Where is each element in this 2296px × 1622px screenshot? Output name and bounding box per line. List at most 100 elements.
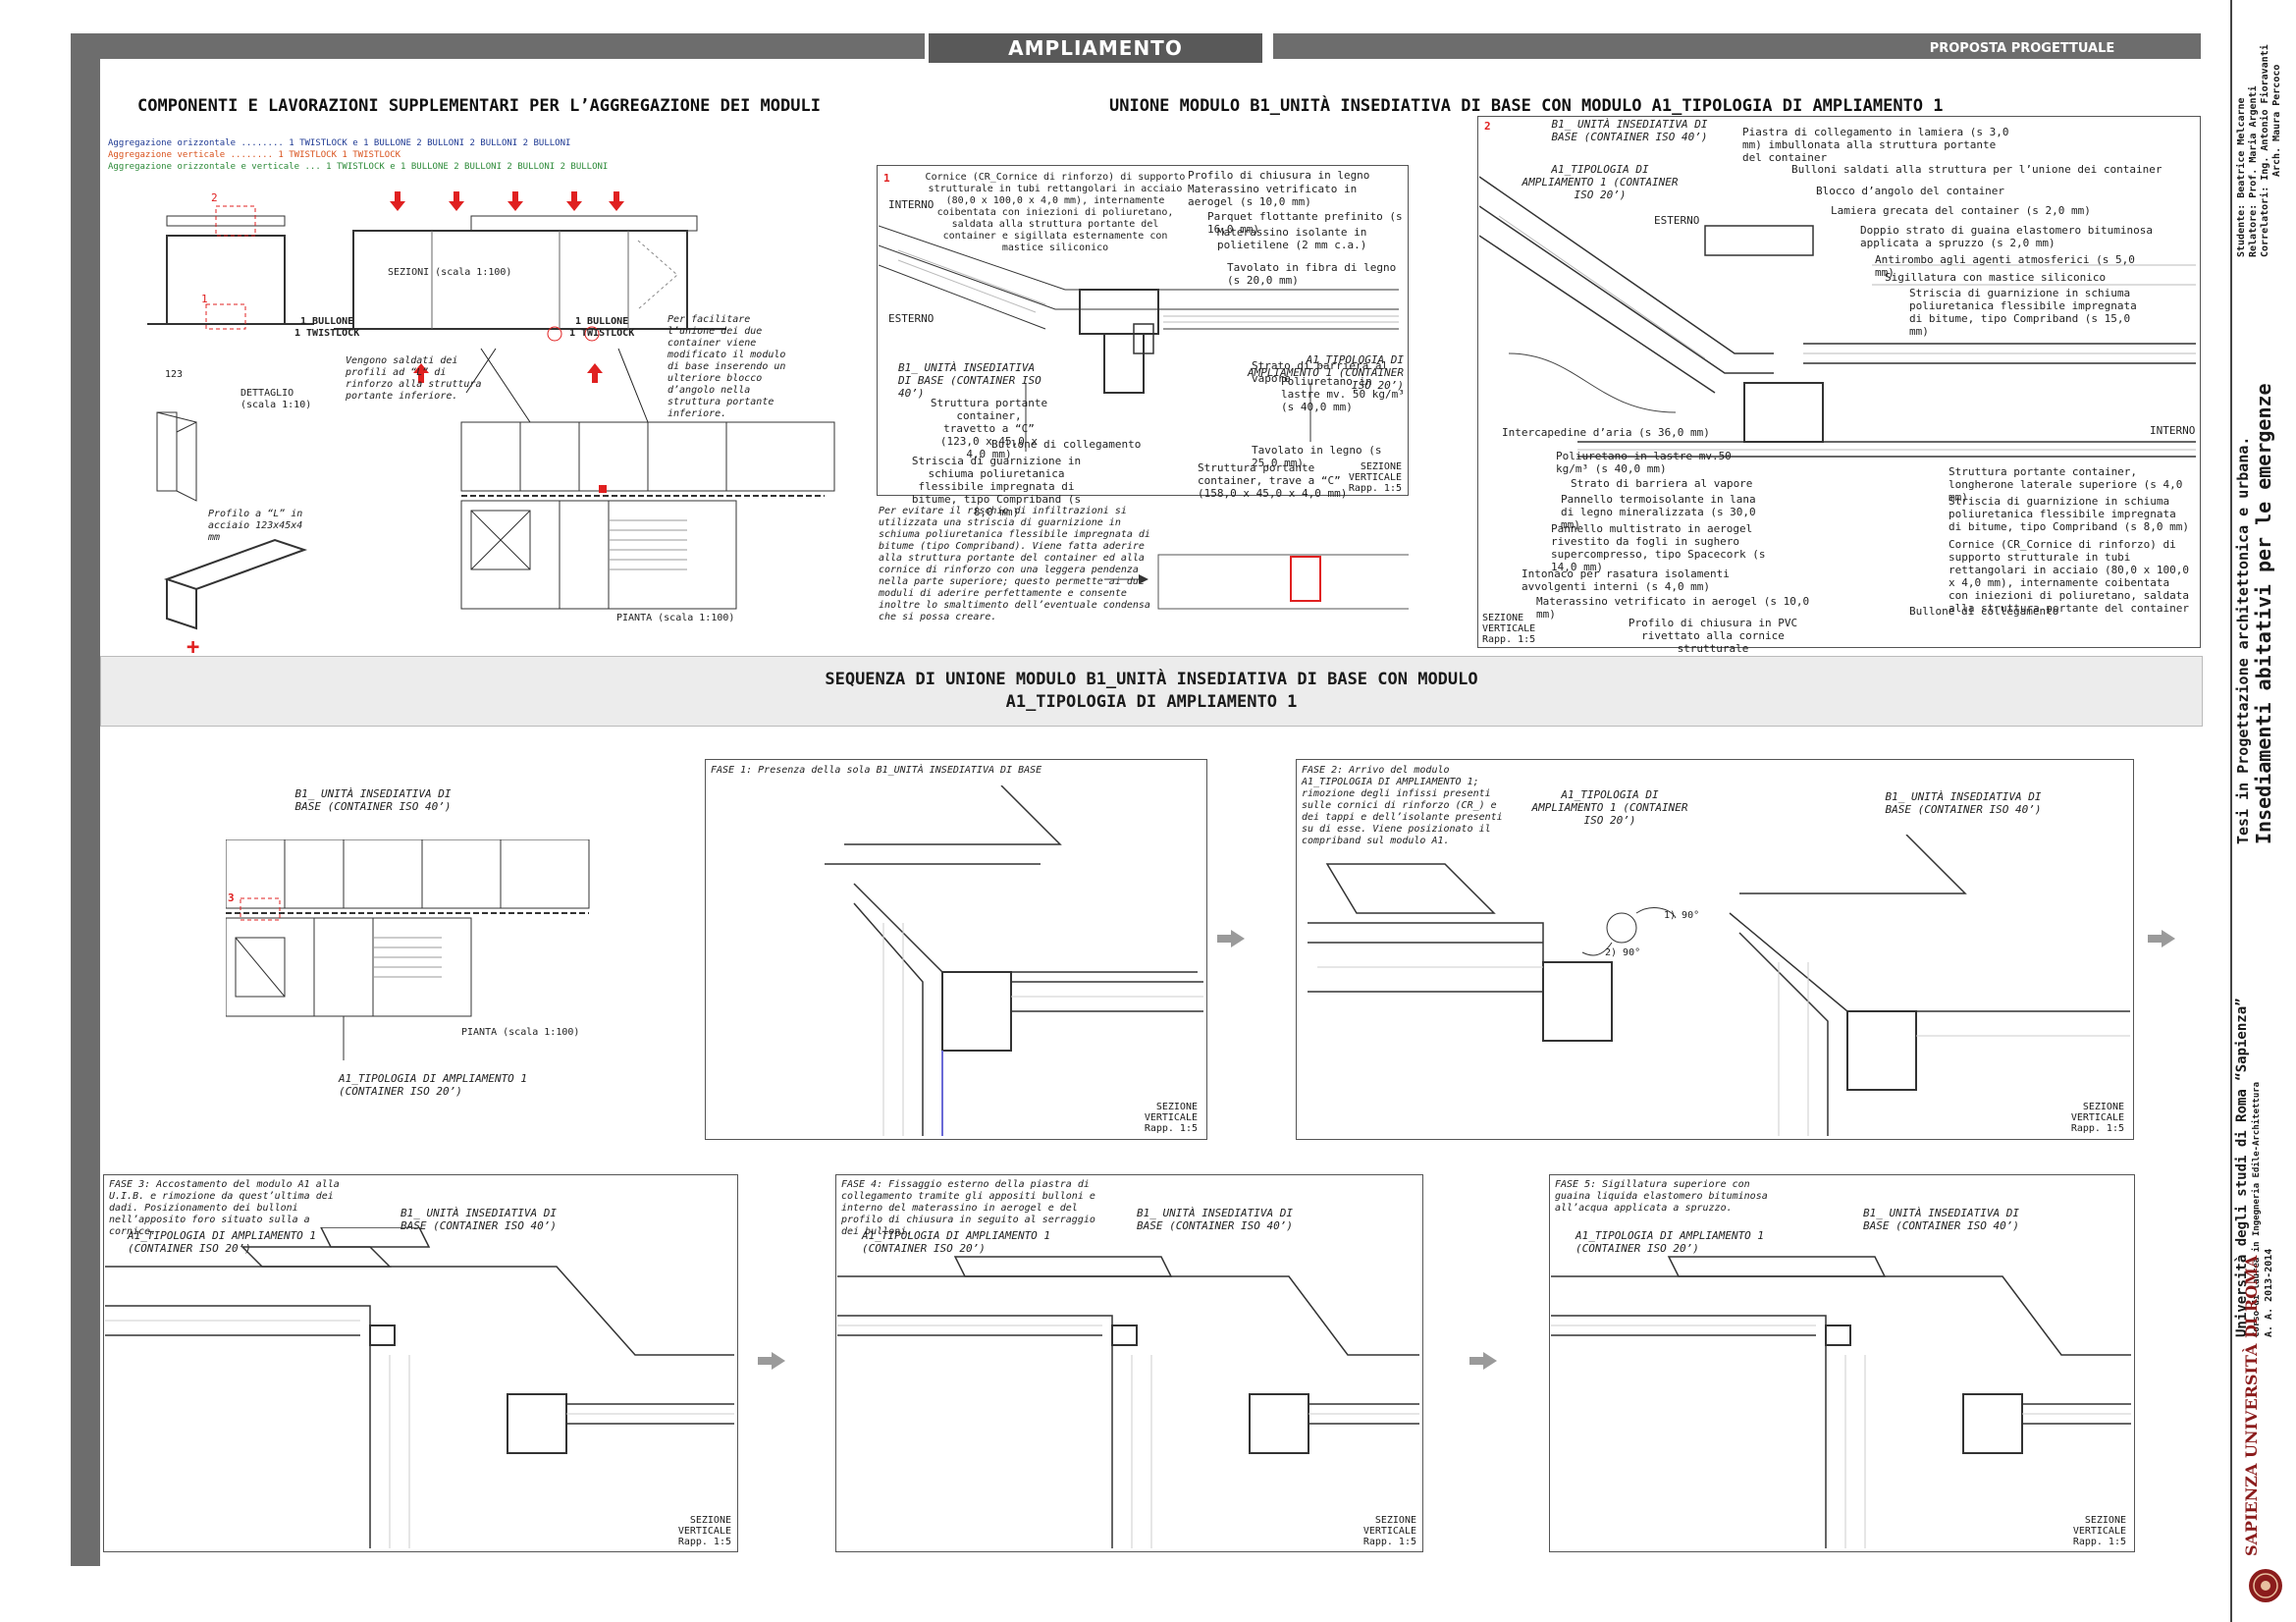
svg-text:+: + (187, 635, 199, 660)
d2-label-striscia: Striscia di guarnizione in schiuma poliu… (1909, 287, 2137, 338)
arrow-3-4 (758, 1352, 785, 1370)
phase-5-text: FASE 5: Sigillatura superiore con guaina… (1555, 1179, 1768, 1214)
phase-5-a1: A1_TIPOLOGIA DI AMPLIAMENTO 1 (CONTAINER… (1575, 1229, 1765, 1255)
d2-interno: INTERNO (2150, 424, 2196, 437)
d1-label-materassino: Materassino vetrificato in aerogel (s 10… (1188, 183, 1358, 208)
phase-5-b1: B1_ UNITÀ INSEDIATIVA DI BASE (CONTAINER… (1863, 1207, 2019, 1232)
phase-2-rot1: 1) 90° (1664, 910, 1700, 921)
d2-label-piastra: Piastra di collegamento in lamiera (s 3,… (1742, 126, 2009, 164)
sidebar-thesis: Tesi in Progettazione architettonica e u… (2234, 436, 2252, 844)
profili-note: Vengono saldati dei profili ad “L” di ri… (346, 355, 482, 402)
sidebar-relatore: Relatore: Prof. Maria Argenti (2248, 85, 2259, 257)
detail-1-panel (877, 165, 1409, 496)
right-section-title: UNIONE MODULO B1_UNITÀ INSEDIATIVA DI BA… (1109, 96, 1944, 116)
phase-5-panel (1549, 1174, 2135, 1552)
phase-4-a1: A1_TIPOLOGIA DI AMPLIAMENTO 1 (CONTAINER… (862, 1229, 1051, 1255)
sidebar-student: Studente: Beatrice Melcarne (2236, 97, 2247, 257)
phase-2-rot2: 2) 90° (1605, 947, 1641, 958)
d1-label-trave-c: Struttura portante container, trave a “C… (1198, 461, 1348, 500)
d1-label-parquet: Parquet flottante prefinito (s 16,0 mm) (1207, 210, 1403, 236)
pianta-caption: PIANTA (scala 1:100) (616, 613, 735, 623)
aggregation-legend: Aggregazione orizzontale ........ 1 TWIS… (108, 137, 736, 173)
phase-2-b1: B1_ UNITÀ INSEDIATIVA DI BASE (CONTAINER… (1885, 790, 2042, 816)
d1-label-polietilene: Materassino isolante in polietilene (2 m… (1217, 226, 1367, 251)
sequence-banner: SEQUENZA DI UNIONE MODULO B1_UNITÀ INSED… (100, 656, 2203, 727)
compriband-diagram (1104, 554, 1409, 610)
d1-a1-label: A1_TIPOLOGIA DI AMPLIAMENTO 1 (CONTAINER… (1248, 353, 1404, 392)
d1-label-poliuretano: Poliuretano in lastre mv. 50 kg/m³ (s 40… (1281, 375, 1405, 413)
sapienza-seal-icon (2249, 1569, 2282, 1602)
phase-4-b1: B1_ UNITÀ INSEDIATIVA DI BASE (CONTAINER… (1137, 1207, 1293, 1232)
seq-plan-drawing (226, 839, 590, 1060)
d2-label-intonaco: Intonaco per rasatura isolamenti avvolge… (1522, 568, 1730, 593)
detail-2-drawing (1479, 176, 2196, 458)
d1-label-cornice: Cornice (CR_Cornice di rinforzo) di supp… (925, 172, 1186, 253)
d1-label-travetto-c: Struttura portante container, travetto a… (930, 397, 1048, 460)
d1-label-barriera: Strato di barriera al vapore (1252, 359, 1389, 385)
d2-esterno: ESTERNO (1654, 214, 1700, 227)
phase-3-drawing (105, 1227, 734, 1548)
sidebar-thesis-title: Insediamenti abitativi per le emergenze (2252, 383, 2275, 844)
phase-1-panel (705, 759, 1207, 1140)
d1-label-bullone: Bullone di collegamento (991, 438, 1142, 451)
d2-label-bullone: Bullone di collegamento (1909, 605, 2059, 618)
d1-label-profilo: Profilo di chiusura in legno (1188, 169, 1370, 182)
phase-3-text: FASE 3: Accostamento del modulo A1 alla … (109, 1179, 340, 1237)
d2-label-cornice: Cornice (CR_Cornice di rinforzo) di supp… (1949, 538, 2190, 615)
sidebar-year: A. A. 2013-2014 (2264, 1248, 2274, 1337)
d1-b1-label: B1_ UNITÀ INSEDIATIVA DI BASE (CONTAINER… (898, 361, 1041, 400)
d2-label-longherone: Struttura portante container, longherone… (1949, 465, 2183, 504)
seq-plan-caption: PIANTA (scala 1:100) (461, 1027, 580, 1038)
frame-left-bar (71, 49, 100, 1566)
phase-3-panel (103, 1174, 738, 1552)
phase-5-drawing (1551, 1256, 2131, 1548)
title-block-sidebar: Studente: Beatrice Melcarne Relatore: Pr… (2230, 0, 2296, 1622)
sidebar-correlatore-2: Arch. Maura Percoco (2271, 64, 2282, 177)
detail-1-number: 1 (883, 172, 890, 185)
detail-2-panel (1477, 116, 2201, 648)
phase-3-a1: A1_TIPOLOGIA DI AMPLIAMENTO 1 (CONTAINER… (128, 1229, 317, 1255)
d2-a1-label: A1_TIPOLOGIA DI AMPLIAMENTO 1 (CONTAINER… (1522, 163, 1679, 201)
phase-4-text: FASE 4: Fissaggio esterno della piastra … (841, 1179, 1095, 1237)
d1-esterno: ESTERNO (888, 312, 934, 325)
profilo-caption: Profilo a “L” in acciaio 123x45x4 mm (208, 509, 303, 543)
d1-label-tavolato-legno: Tavolato in legno (s 25,0 mm) (1252, 444, 1382, 469)
d1-interno: INTERNO (888, 198, 934, 211)
legend-both: Aggregazione orizzontale e verticale ...… (108, 162, 609, 172)
d2-label-bulloni: Bulloni saldati alla struttura per l’uni… (1791, 163, 2163, 176)
d1-label-tavolato-fibra: Tavolato in fibra di legno (s 20,0 mm) (1227, 261, 1397, 287)
phase-2-drawing (1308, 835, 2130, 1136)
arrow-4-5 (1469, 1352, 1497, 1370)
d2-b1-label: B1_ UNITÀ INSEDIATIVA DI BASE (CONTAINER… (1551, 118, 1708, 143)
arrow-1-2 (1217, 930, 1245, 947)
seq-plan-number: 3 (228, 892, 235, 904)
aggregation-drawings: 2 1 + (147, 191, 835, 660)
detail-2-number: 2 (1484, 120, 1491, 133)
unione-note: Per facilitare l’unione dei due containe… (667, 314, 786, 419)
d2-label-sigillatura: Sigillatura con mastice siliconico (1885, 271, 2107, 284)
d2-label-striscia-8: Striscia di guarnizione in schiuma poliu… (1949, 495, 2190, 533)
legend-horizontal: Aggregazione orizzontale ........ 1 TWIS… (108, 138, 571, 148)
phase-4-drawing (837, 1256, 1419, 1548)
legend-vertical: Aggregazione verticale ........ 1 TWISTL… (108, 150, 401, 160)
d2-label-intercapedine: Intercapedine d’aria (s 36,0 mm) (1502, 426, 1710, 439)
arrow-2-3 (2148, 930, 2175, 947)
sequence-title-line1: SEQUENZA DI UNIONE MODULO B1_UNITÀ INSED… (825, 670, 1478, 689)
svg-text:1: 1 (201, 293, 208, 305)
phase-1-drawing (825, 785, 1203, 1136)
left-section-title: COMPONENTI E LAVORAZIONI SUPPLEMENTARI P… (137, 96, 821, 116)
phase-3-b1: B1_ UNITÀ INSEDIATIVA DI BASE (CONTAINER… (400, 1207, 557, 1232)
page-subtitle: PROPOSTA PROGETTUALE (1929, 41, 2115, 56)
phase-2-panel (1296, 759, 2134, 1140)
d2-label-antirombo: Antirombo agli agenti atmosferici (s 5,0… (1875, 253, 2135, 279)
phase-4-panel (835, 1174, 1423, 1552)
phase-2-text: FASE 2: Arrivo del modulo A1_TIPOLOGIA D… (1302, 765, 1503, 846)
d2-label-spacecork: Pannello multistrato in aerogel rivestit… (1551, 522, 1766, 573)
detail-1-drawing (879, 225, 1399, 452)
